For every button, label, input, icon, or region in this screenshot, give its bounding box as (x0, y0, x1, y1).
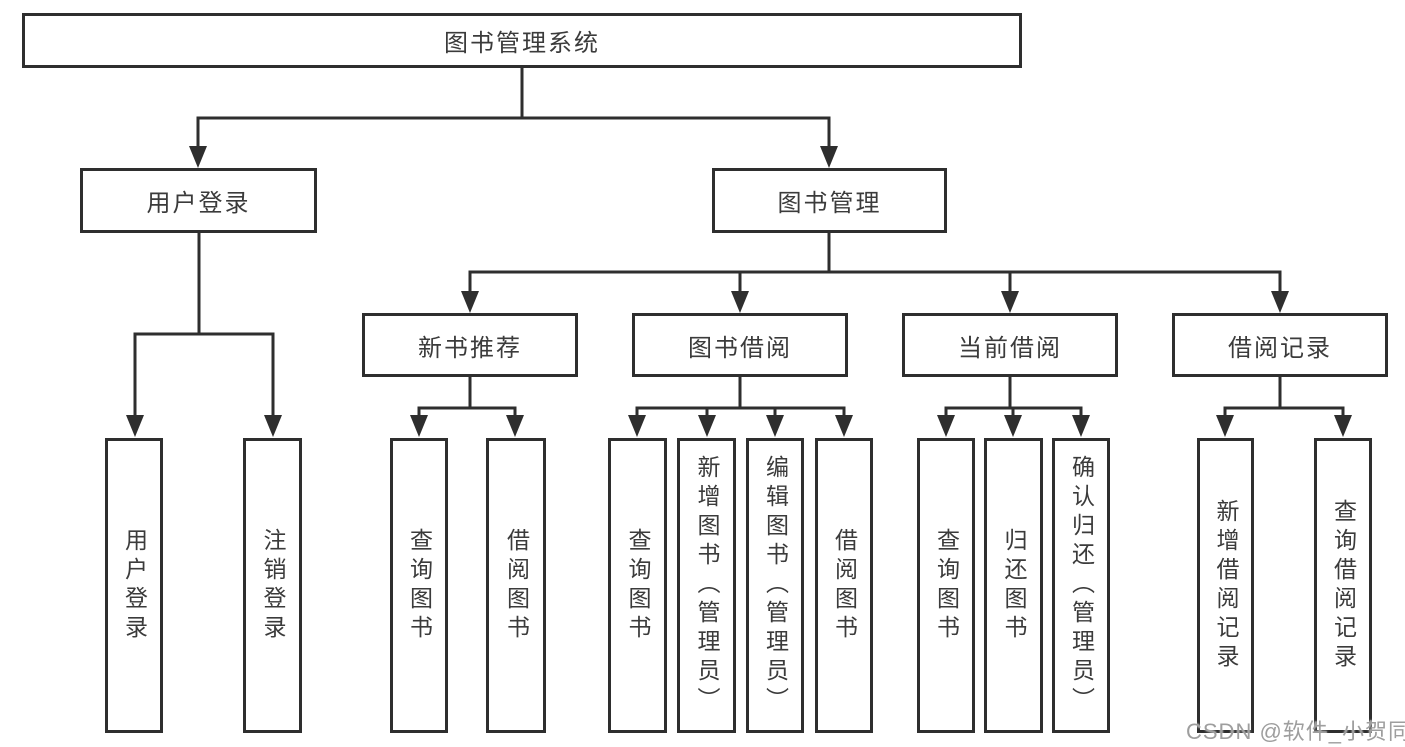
connector-new-book-branch (417, 377, 517, 420)
leaf-logout: 注销登录 (243, 438, 302, 733)
connector-records-branch (1223, 377, 1345, 420)
connector-book-mgmt-branch (468, 233, 1282, 296)
connector-user-login-branch (133, 233, 275, 420)
connector-root-to-level2 (196, 68, 831, 150)
node-current-borrow: 当前借阅 (902, 313, 1118, 377)
leaf-query-book-current: 查询图书 (917, 438, 975, 733)
node-new-book-recommend: 新书推荐 (362, 313, 578, 377)
leaf-return-book: 归还图书 (984, 438, 1043, 733)
csdn-watermark: CSDN @软件_小贺同学 (1186, 719, 1405, 744)
connector-book-borrow-branch (635, 377, 846, 420)
leaf-confirm-return-admin: 确认归还（管理员） (1052, 438, 1110, 733)
leaf-add-book-admin: 新增图书（管理员） (677, 438, 736, 733)
node-book-management: 图书管理 (712, 168, 947, 233)
connector-current-borrow-branch (944, 377, 1083, 420)
node-book-borrow: 图书借阅 (632, 313, 848, 377)
node-borrow-records: 借阅记录 (1172, 313, 1388, 377)
arrow-down-icons (126, 146, 1352, 437)
node-user-login: 用户登录 (80, 168, 317, 233)
leaf-query-book-borrow: 查询图书 (608, 438, 667, 733)
leaf-borrow-book: 借阅图书 (815, 438, 873, 733)
node-system-root: 图书管理系统 (22, 13, 1022, 68)
leaf-edit-book-admin: 编辑图书（管理员） (746, 438, 804, 733)
leaf-user-login: 用户登录 (105, 438, 163, 733)
leaf-add-borrow-record: 新增借阅记录 (1197, 438, 1254, 733)
leaf-query-borrow-record: 查询借阅记录 (1314, 438, 1372, 733)
leaf-query-book-recommend: 查询图书 (390, 438, 448, 733)
leaf-borrow-book-recommend: 借阅图书 (486, 438, 546, 733)
